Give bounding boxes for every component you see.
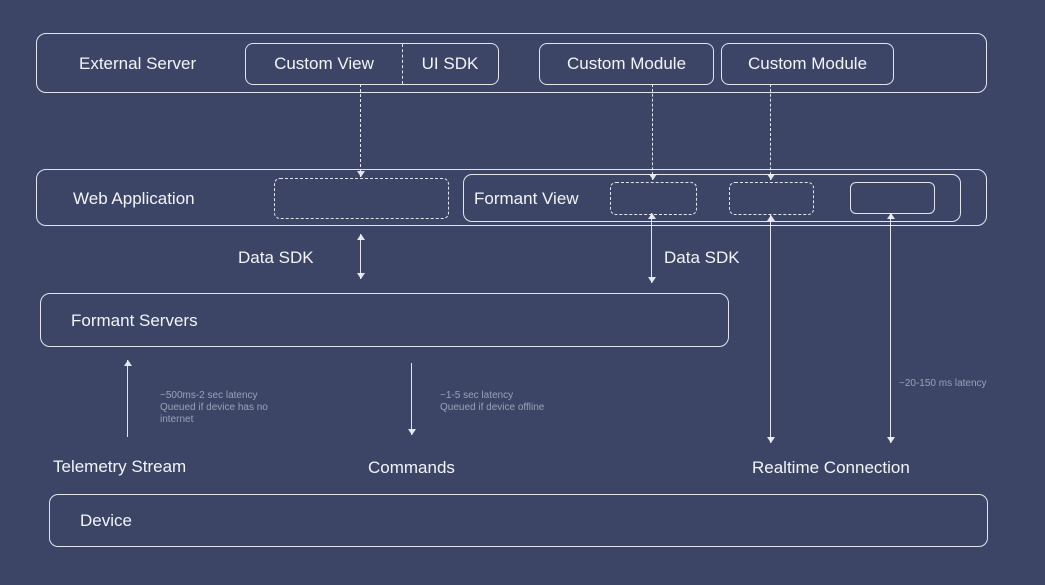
arrow-telemetry-stream — [124, 360, 132, 437]
arrow-data-sdk-left — [357, 234, 365, 279]
arrow-realtime-connection-2 — [887, 213, 895, 443]
arrow-commands — [408, 363, 416, 435]
commands-latency-note: ~1-5 sec latency Queued if device offlin… — [440, 390, 545, 413]
data-sdk-right-label: Data SDK — [664, 248, 740, 267]
external-server-label: External Server — [79, 54, 197, 73]
arrow-data-sdk-right — [648, 213, 656, 283]
arrow-custom-module-2-to-formant-view — [767, 84, 775, 180]
data-sdk-left-label: Data SDK — [238, 248, 314, 267]
realtime-latency-note: ~20-150 ms latency — [899, 378, 987, 389]
formant-view-label: Formant View — [474, 189, 579, 208]
formant-servers-box: Formant Servers — [40, 293, 729, 347]
realtime-connection-label: Realtime Connection — [752, 458, 910, 477]
custom-view-ui-sdk-box: Custom View UI SDK — [245, 43, 499, 85]
external-server-box: External Server Custom View UI SDK Custo… — [36, 33, 987, 93]
ui-sdk-label: UI SDK — [421, 54, 479, 73]
formant-view-module-slot-1 — [610, 182, 697, 215]
web-application-box: Web Application Formant View — [36, 169, 987, 226]
formant-view-module-slot-2 — [729, 182, 814, 215]
custom-module-1-label: Custom Module — [566, 54, 687, 73]
telemetry-stream-label: Telemetry Stream — [53, 457, 187, 476]
formant-view-realtime-module-box — [850, 182, 935, 214]
ui-sdk-divider — [402, 44, 403, 84]
formant-view-box: Formant View — [463, 174, 961, 222]
formant-servers-label: Formant Servers — [71, 311, 198, 330]
custom-module-2-box: Custom Module — [721, 43, 894, 85]
custom-view-slot-box — [274, 178, 449, 219]
arrow-custom-module-1-to-formant-view — [649, 84, 657, 180]
arrow-custom-view-to-web-app — [357, 84, 365, 177]
custom-module-2-label: Custom Module — [747, 54, 868, 73]
web-application-label: Web Application — [73, 189, 195, 208]
telemetry-latency-note: ~500ms-2 sec latency Queued if device ha… — [160, 390, 268, 425]
commands-label: Commands — [368, 458, 455, 477]
device-label: Device — [80, 511, 132, 530]
custom-module-1-box: Custom Module — [539, 43, 714, 85]
custom-view-label: Custom View — [274, 54, 374, 73]
device-box: Device — [49, 494, 988, 547]
arrow-realtime-connection-1 — [767, 215, 775, 443]
